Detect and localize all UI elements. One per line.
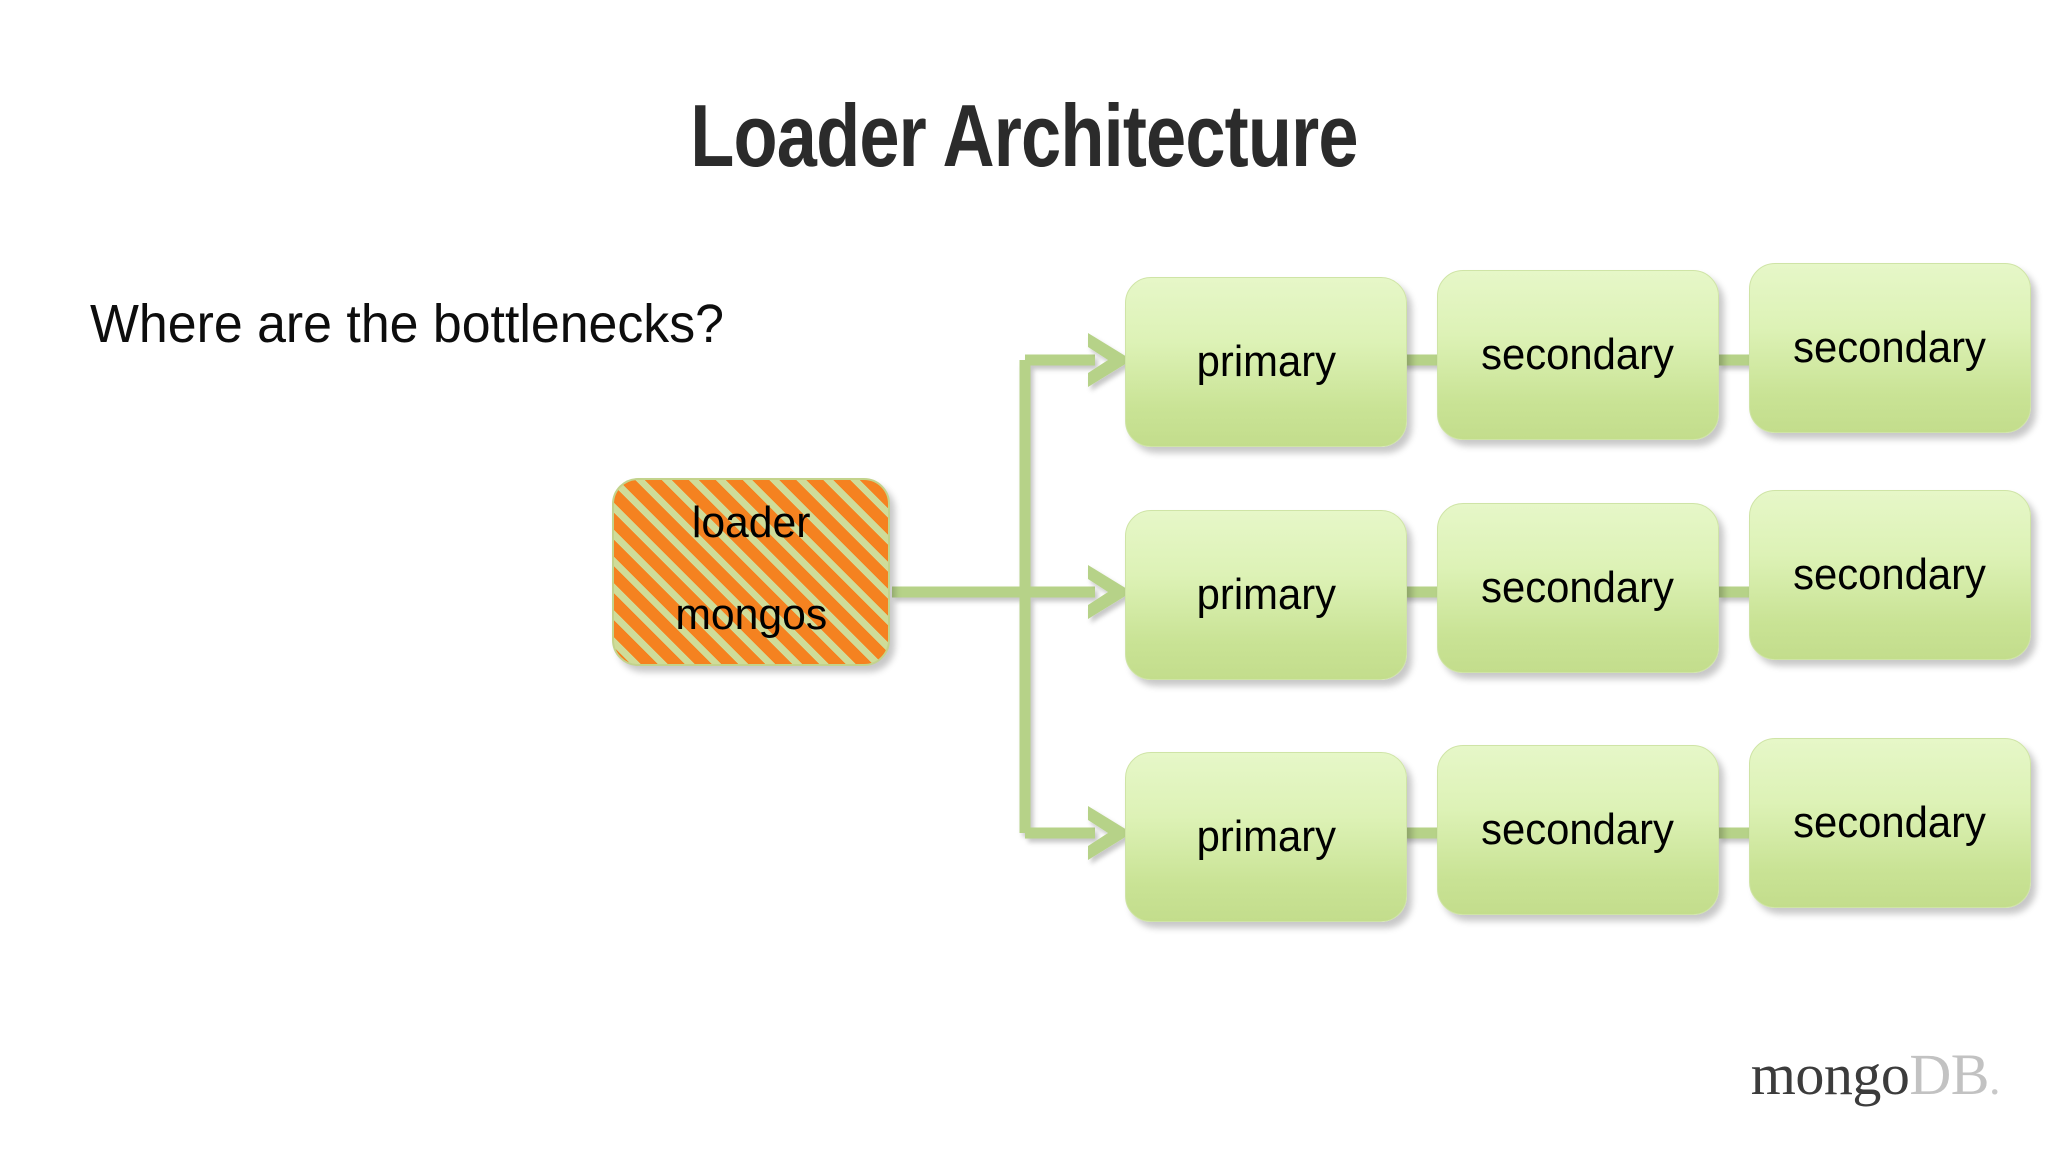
node-rs2-secondary-1[interactable]: secondary xyxy=(1437,503,1719,673)
node-rs3-secondary-2[interactable]: secondary xyxy=(1749,738,2031,908)
node-label: secondary xyxy=(1481,330,1675,379)
node-rs3-primary[interactable]: primary xyxy=(1125,752,1407,922)
slide-subtitle: Where are the bottlenecks? xyxy=(90,294,724,354)
arrowhead-row2 xyxy=(1088,565,1132,619)
node-mongos-label: mongos xyxy=(675,590,827,639)
node-rs1-secondary-1[interactable]: secondary xyxy=(1437,270,1719,440)
node-label: primary xyxy=(1196,570,1336,619)
node-label: secondary xyxy=(1481,805,1675,854)
node-rs1-primary[interactable]: primary xyxy=(1125,277,1407,447)
node-label: secondary xyxy=(1793,798,1987,847)
node-rs2-secondary-2[interactable]: secondary xyxy=(1749,490,2031,660)
logo-mongo-text: mongo xyxy=(1750,1042,1910,1107)
node-label: secondary xyxy=(1793,323,1987,372)
logo-dot: . xyxy=(1989,1053,2001,1104)
node-label: primary xyxy=(1196,812,1336,861)
node-label: primary xyxy=(1196,337,1336,386)
arrowhead-row1 xyxy=(1088,333,1132,387)
node-label: secondary xyxy=(1481,563,1675,612)
node-rs3-secondary-1[interactable]: secondary xyxy=(1437,745,1719,915)
mongodb-logo: mongoDB. xyxy=(1750,1042,2001,1110)
arrowhead-row3 xyxy=(1088,806,1132,860)
logo-db-text: DB xyxy=(1909,1042,1989,1107)
node-loader-mongos[interactable]: loader mongos xyxy=(612,478,890,666)
node-label: secondary xyxy=(1793,550,1987,599)
node-loader-label: loader xyxy=(691,498,811,547)
page-title: Loader Architecture xyxy=(690,86,1358,185)
node-rs1-secondary-2[interactable]: secondary xyxy=(1749,263,2031,433)
node-rs2-primary[interactable]: primary xyxy=(1125,510,1407,680)
